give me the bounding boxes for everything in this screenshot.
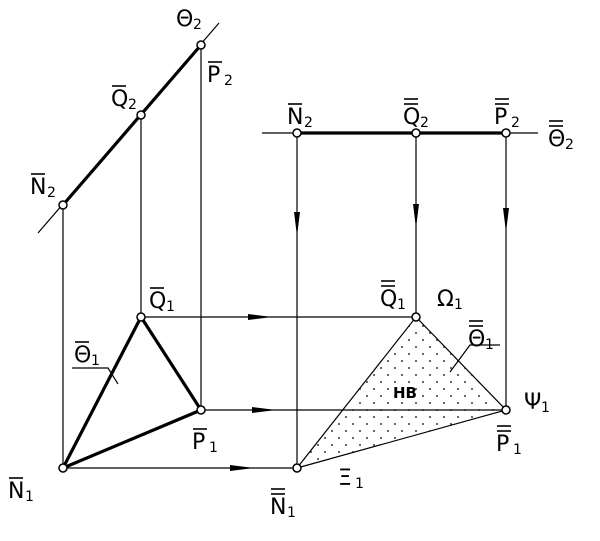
- label-base: Q: [403, 105, 420, 130]
- label-base: Θ: [468, 327, 485, 352]
- label-base: P: [496, 432, 509, 457]
- label-base: Ξ: [338, 466, 352, 491]
- point-n1: [58, 463, 68, 473]
- label-base: Θ: [176, 7, 193, 32]
- label-subscript: 1: [209, 440, 218, 456]
- point-n2: [58, 200, 68, 210]
- point-q2-bb: [411, 128, 421, 138]
- label-subscript: 2: [224, 73, 233, 89]
- label-base: N: [287, 105, 303, 130]
- point-q1-bb: [411, 312, 421, 322]
- label-base: Θ: [74, 343, 91, 368]
- point-p2: [196, 40, 206, 50]
- label-subscript: 1: [454, 297, 463, 313]
- label-base: Q: [149, 289, 166, 314]
- arrow-p: [252, 407, 276, 413]
- label-base: Ψ: [524, 390, 541, 415]
- label-subscript: 1: [355, 476, 364, 492]
- arrow-down-p: [503, 208, 509, 232]
- true-view-triangle: [295, 316, 508, 470]
- label-subscript: 1: [91, 353, 100, 369]
- label-base: Q: [111, 87, 128, 112]
- label-base: N: [270, 495, 286, 520]
- edge-n1-q1: [61, 315, 143, 470]
- edge-q1-p1: [139, 315, 203, 412]
- label-subscript: 2: [511, 115, 520, 131]
- label-base: N: [30, 175, 46, 200]
- label-subscript: 1: [287, 505, 296, 521]
- point-q2: [136, 110, 146, 120]
- label-base: P: [207, 63, 220, 88]
- true-view-label: НВ: [393, 384, 417, 402]
- label-subscript: 1: [166, 299, 175, 315]
- point-n1-bb: [292, 463, 302, 473]
- point-p1: [196, 405, 206, 415]
- label-base: Ω: [437, 287, 454, 312]
- label-subscript: 2: [47, 185, 56, 201]
- label-subscript: 2: [565, 137, 574, 153]
- edge-n1-p1: [61, 408, 203, 470]
- segment-n2-p2: [61, 43, 203, 207]
- label-subscript: 2: [193, 17, 202, 33]
- label-base: P: [192, 430, 205, 455]
- label-subscript: 1: [513, 442, 522, 458]
- label-subscript: 2: [128, 97, 137, 113]
- label-base: Θ: [548, 127, 565, 152]
- leader-theta1-bb: [449, 344, 500, 373]
- label-base: Q: [380, 287, 397, 312]
- label-subscript: 1: [541, 400, 550, 416]
- label-base: P: [494, 105, 507, 130]
- label-subscript: 2: [304, 115, 313, 131]
- point-p1-bb: [501, 405, 511, 415]
- arrow-down-q: [413, 204, 419, 228]
- label-subscript: 2: [420, 115, 429, 131]
- label-subscript: 1: [25, 489, 34, 505]
- point-p2-bb: [501, 128, 511, 138]
- leader-theta1: [72, 367, 119, 385]
- label-subscript: 1: [485, 337, 494, 353]
- label-base: N: [8, 479, 24, 504]
- arrow-down-n: [294, 212, 300, 236]
- point-n2-bb: [292, 128, 302, 138]
- point-q1: [136, 312, 146, 322]
- arrow-n: [230, 465, 254, 471]
- label-subscript: 1: [397, 297, 406, 313]
- arrow-q: [248, 314, 272, 320]
